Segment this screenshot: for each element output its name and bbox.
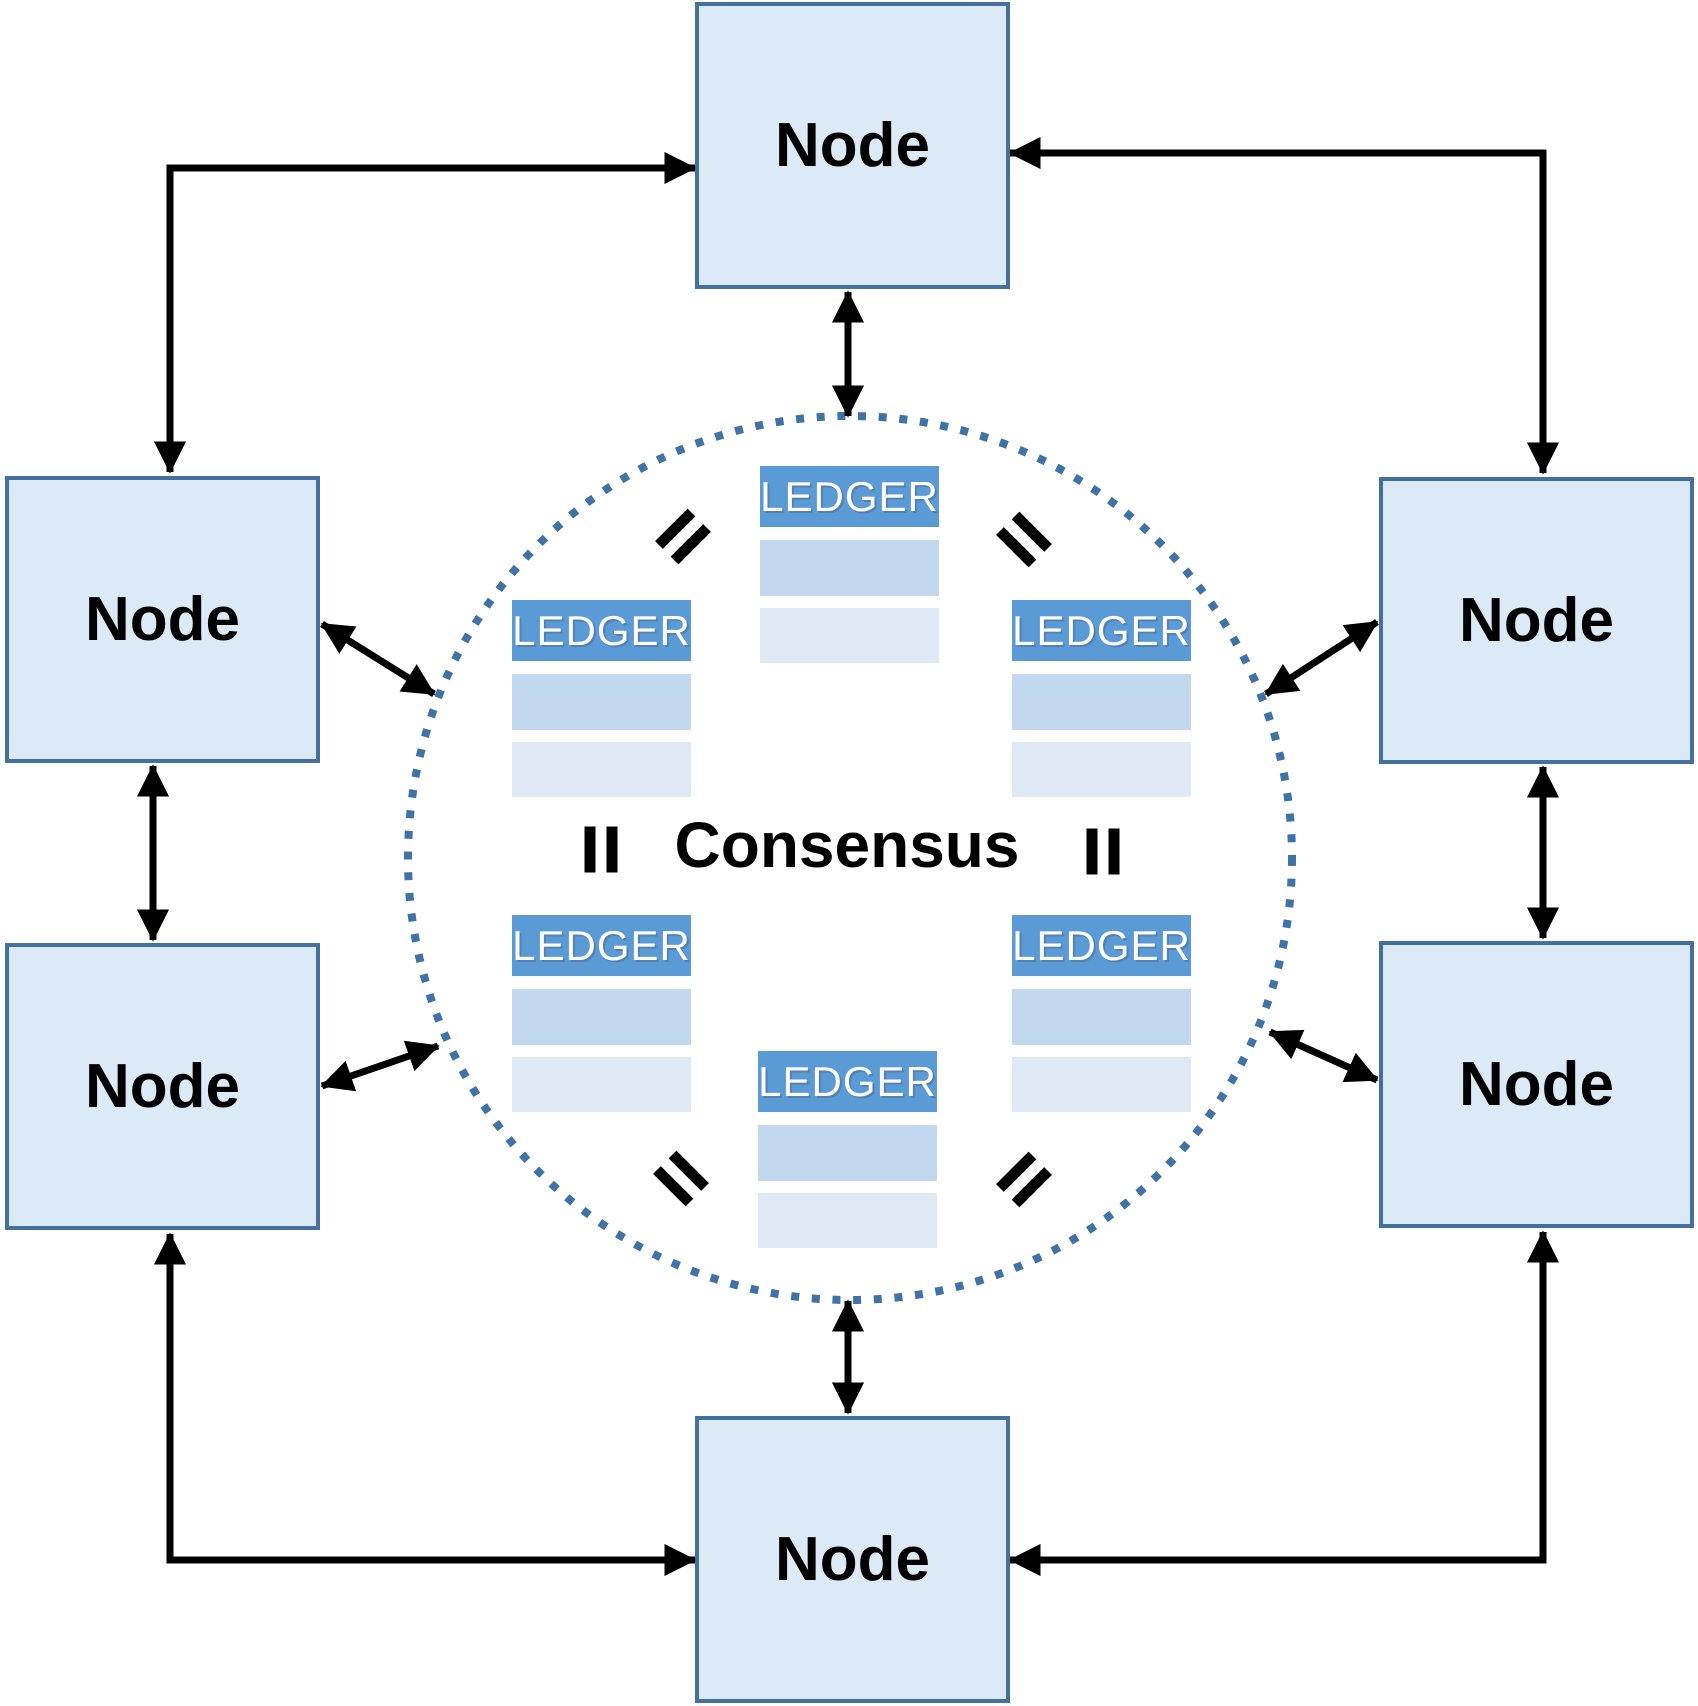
connector-rightlower-circle — [1268, 1028, 1379, 1084]
ledger-stack-upper-left: LEDGER — [512, 600, 691, 797]
ledger-stack-lower-right: LEDGER — [1012, 915, 1191, 1112]
equals-bar — [1108, 828, 1120, 875]
ledger-stack-top: LEDGER — [760, 466, 939, 663]
node-label: Node — [1459, 1049, 1614, 1119]
ledger-row — [512, 989, 691, 1045]
ledger-row — [1012, 1057, 1191, 1112]
ledger-header: LEDGER — [758, 1051, 937, 1112]
ledger-row — [512, 674, 691, 730]
equals-bar — [584, 826, 596, 873]
connector-rightupper-circle — [1264, 619, 1379, 697]
node-bottom: Node — [695, 1416, 1010, 1703]
ledger-header: LEDGER — [1012, 600, 1191, 661]
connector-topnode-rightupper — [1008, 136, 1560, 475]
consensus-circle — [404, 412, 1296, 1304]
ledger-row — [1012, 742, 1191, 797]
connector-bottomnode-leftlower — [153, 1232, 697, 1577]
node-label: Node — [775, 110, 930, 180]
node-label: Node — [85, 584, 240, 654]
connector-bottomnode-rightlower — [1008, 1230, 1560, 1577]
connector-topnode-leftupper — [153, 151, 697, 474]
node-label: Node — [1459, 585, 1614, 655]
node-top: Node — [695, 2, 1010, 289]
ledger-stack-upper-right: LEDGER — [1012, 600, 1191, 797]
node-label: Node — [85, 1051, 240, 1121]
consensus-title: Consensus — [674, 809, 1020, 881]
ledger-header: LEDGER — [760, 466, 939, 527]
node-left-lower: Node — [5, 943, 320, 1230]
ledger-stack-lower-left: LEDGER — [512, 915, 691, 1112]
connector-leftlower-circle — [320, 1040, 440, 1092]
ledger-header: LEDGER — [1012, 915, 1191, 976]
ledger-row — [1012, 989, 1191, 1045]
ledger-row — [512, 742, 691, 797]
connector-leftupper-circle — [320, 621, 436, 697]
node-label: Node — [775, 1524, 930, 1594]
ledger-header: LEDGER — [512, 915, 691, 976]
ledger-row — [758, 1125, 937, 1181]
ledger-row — [512, 1057, 691, 1112]
ledger-row — [1012, 674, 1191, 730]
ledger-stack-bottom: LEDGER — [758, 1051, 937, 1248]
node-right-lower: Node — [1379, 941, 1694, 1228]
ledger-row — [760, 540, 939, 596]
ledger-row — [760, 608, 939, 663]
node-right-upper: Node — [1379, 477, 1694, 764]
ledger-header: LEDGER — [512, 600, 691, 661]
ledger-row — [758, 1193, 937, 1248]
node-left-upper: Node — [5, 476, 320, 763]
